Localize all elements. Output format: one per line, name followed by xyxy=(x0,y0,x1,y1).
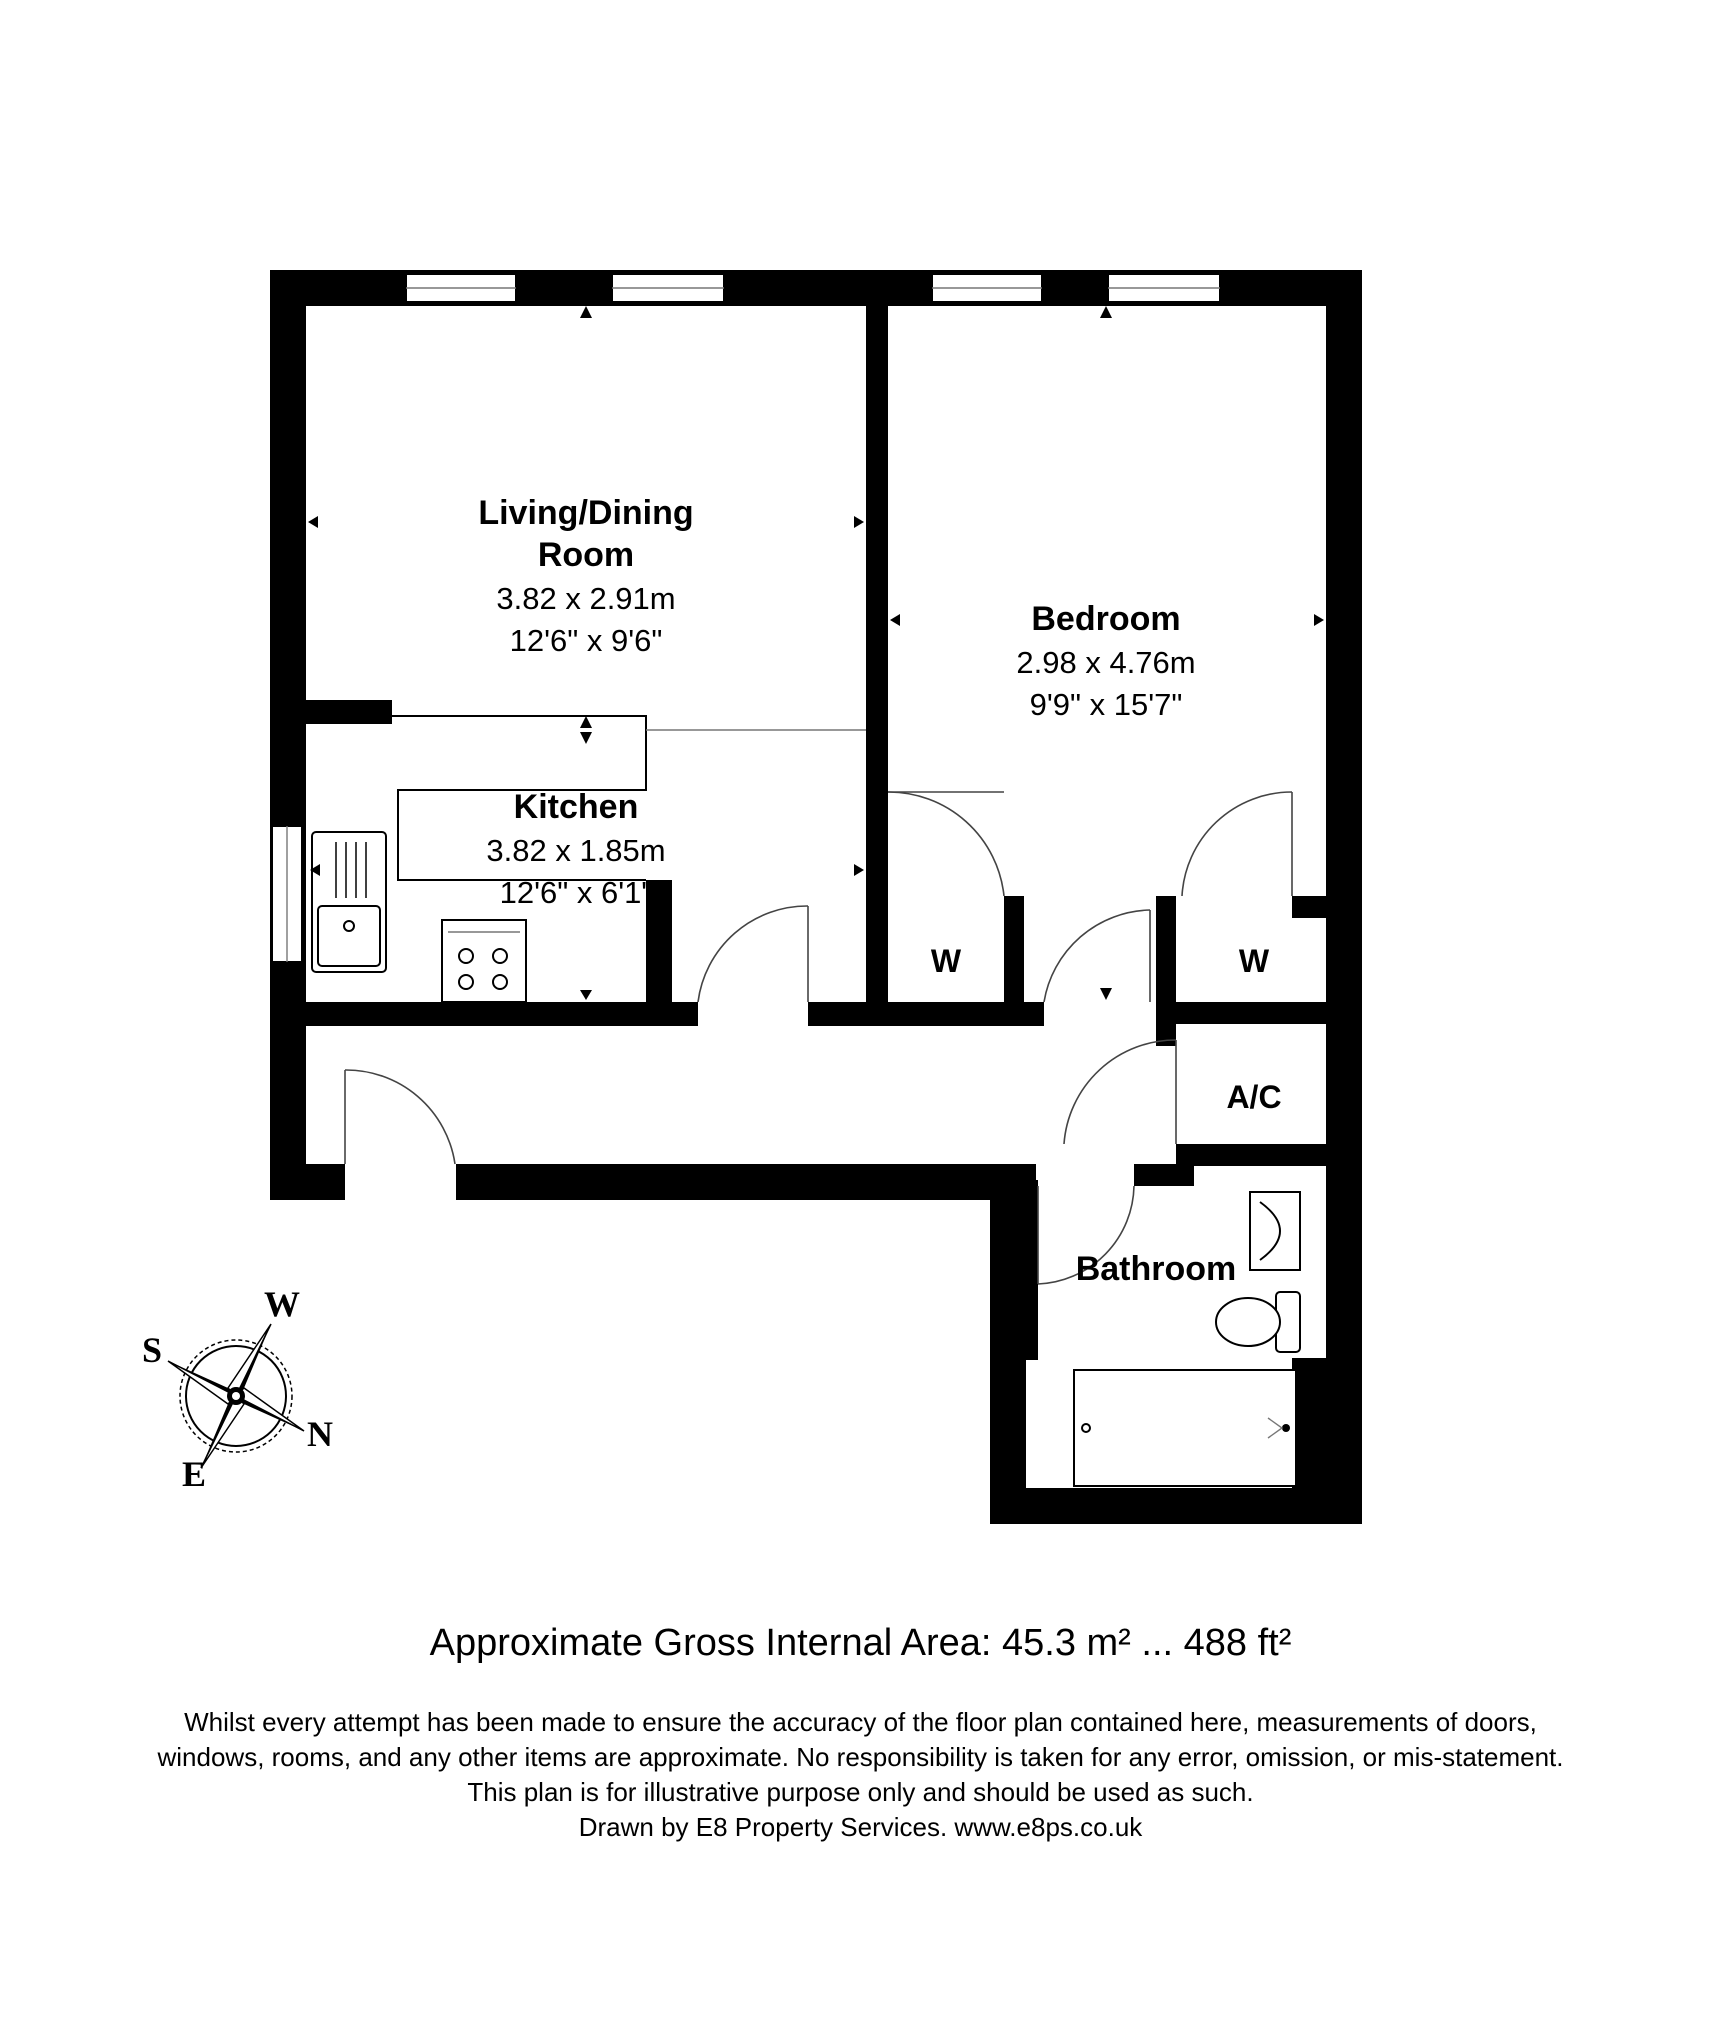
room-wardrobe-right: W xyxy=(1239,943,1270,979)
compass-south: S xyxy=(142,1330,162,1370)
room-name: Bedroom xyxy=(1031,600,1180,638)
room-living-dining: Living/Dining Room 3.82 x 2.91m 12'6" x … xyxy=(478,494,693,658)
walls xyxy=(270,270,1362,1524)
room-imperial: 12'6" x 9'6" xyxy=(510,623,663,658)
room-kitchen: Kitchen 3.82 x 1.85m 12'6" x 6'1" xyxy=(486,788,665,910)
room-imperial: 12'6" x 6'1" xyxy=(500,875,653,910)
compass-west: W xyxy=(264,1284,300,1324)
compass-icon: W S N E xyxy=(142,1284,333,1494)
compass-east: E xyxy=(182,1454,206,1494)
bath-icon xyxy=(1073,1369,1297,1487)
room-name: Room xyxy=(538,536,634,574)
room-wardrobe-left: W xyxy=(931,943,962,979)
disclaimer-line: Whilst every attempt has been made to en… xyxy=(184,1707,1537,1737)
kitchen-fixtures xyxy=(311,715,866,1003)
room-metric: 3.82 x 1.85m xyxy=(486,833,665,868)
disclaimer-line: windows, rooms, and any other items are … xyxy=(157,1742,1564,1772)
hob-icon xyxy=(441,919,527,1003)
disclaimer-line: This plan is for illustrative purpose on… xyxy=(467,1777,1254,1807)
room-bedroom: Bedroom 2.98 x 4.76m 9'9" x 15'7" xyxy=(1016,600,1195,722)
windows xyxy=(271,273,1221,963)
room-name: Living/Dining xyxy=(478,494,693,532)
disclaimer-line: Drawn by E8 Property Services. www.e8ps.… xyxy=(578,1812,1143,1842)
disclaimer: Whilst every attempt has been made to en… xyxy=(0,1705,1721,1845)
dimension-arrows xyxy=(308,306,1324,1000)
room-airing-cupboard: A/C xyxy=(1226,1079,1281,1115)
compass-north: N xyxy=(307,1414,333,1454)
floor-plan: Living/Dining Room 3.82 x 2.91m 12'6" x … xyxy=(142,270,1362,1524)
room-imperial: 9'9" x 15'7" xyxy=(1030,687,1183,722)
room-metric: 3.82 x 2.91m xyxy=(496,581,675,616)
bathroom-fixtures xyxy=(1073,1191,1301,1487)
room-bathroom: Bathroom xyxy=(1076,1250,1237,1288)
room-name: Kitchen xyxy=(514,788,639,826)
gross-internal-area: Approximate Gross Internal Area: 45.3 m²… xyxy=(429,1622,1292,1664)
doors xyxy=(344,791,1293,1285)
room-metric: 2.98 x 4.76m xyxy=(1016,645,1195,680)
